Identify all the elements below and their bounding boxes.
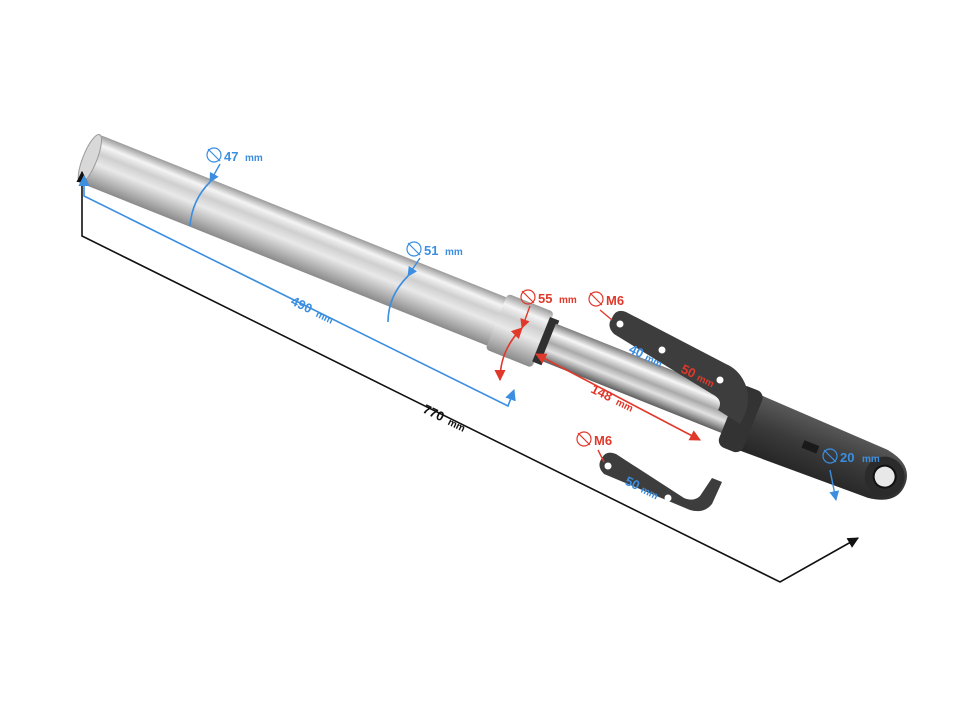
- svg-text:50: 50: [623, 473, 643, 493]
- svg-text:40: 40: [627, 341, 647, 361]
- svg-text:50: 50: [679, 361, 699, 381]
- svg-text:mm: mm: [559, 295, 577, 306]
- label-tube-top-diameter: 47 mm: [206, 147, 263, 164]
- label-upper-bracket-thread: M6: [588, 291, 624, 308]
- label-tube-mid-diameter: 51 mm: [406, 241, 463, 258]
- svg-text:M6: M6: [594, 433, 612, 448]
- svg-text:mm: mm: [446, 417, 467, 435]
- lower-bracket-hole-2: [664, 494, 672, 502]
- axle-hole: [872, 464, 897, 489]
- label-axle-diameter: 20 mm: [822, 448, 880, 465]
- seal-diameter-arc: [494, 327, 523, 382]
- upper-tube: [80, 135, 514, 348]
- svg-text:490: 490: [289, 293, 315, 316]
- tube-mid-diameter-arc: [387, 275, 409, 323]
- lower-bracket-hole-1: [604, 462, 612, 470]
- upper-bracket-hole-2: [658, 346, 666, 354]
- svg-text:mm: mm: [245, 153, 263, 164]
- svg-text:mm: mm: [445, 247, 463, 258]
- svg-text:M6: M6: [606, 293, 624, 308]
- label-lower-bracket-thread: M6: [576, 431, 612, 448]
- svg-text:51: 51: [424, 243, 438, 258]
- upper-tube-length-line: [78, 174, 516, 408]
- upper-bracket-hole-1: [616, 320, 624, 328]
- svg-text:20: 20: [840, 450, 854, 465]
- slider-length-line: [535, 353, 701, 441]
- svg-text:mm: mm: [314, 309, 335, 327]
- svg-text:47: 47: [224, 149, 238, 164]
- svg-text:770: 770: [421, 401, 447, 424]
- total-length-line: [76, 170, 859, 583]
- svg-text:mm: mm: [862, 454, 880, 465]
- svg-text:55: 55: [538, 291, 552, 306]
- label-seal-diameter: 55 mm: [520, 289, 577, 306]
- label-total-length: 770 mm: [421, 401, 467, 435]
- fork-leg: [77, 133, 907, 500]
- tube-top-diameter-arc: [189, 181, 211, 227]
- upper-bracket-hole-3: [716, 376, 724, 384]
- svg-text:mm: mm: [614, 397, 635, 415]
